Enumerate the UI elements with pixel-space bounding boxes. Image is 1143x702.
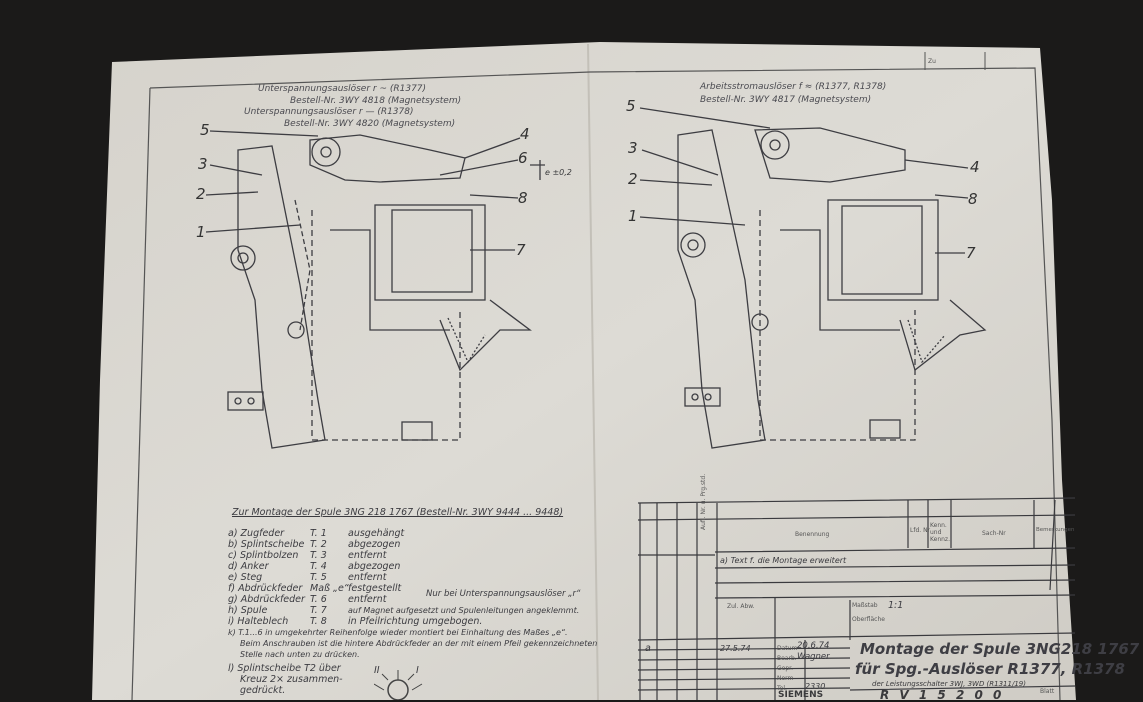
dimension-e: e ±0,2 <box>545 168 572 177</box>
tel-label: Tel. <box>777 685 787 692</box>
right-label-3: 3 <box>628 139 638 157</box>
drawing-number: R V 1 5 2 0 0 <box>880 688 1005 702</box>
step-item: h) Spule <box>228 605 268 616</box>
col-sach-nr: Sach-Nr <box>982 530 1006 537</box>
right-header-line2: Bestell-Nr. 3WY 4817 (Magnetsystem) <box>700 95 872 105</box>
step-action: entfernt <box>348 550 387 561</box>
step-action: ausgehängt <box>348 528 405 539</box>
col-bemerkungen: Bemerkungen <box>1036 527 1075 533</box>
instructions-title: Zur Montage der Spule 3NG 218 1767 (Best… <box>232 507 564 518</box>
left-label-2: 2 <box>196 185 206 203</box>
change-note: a) Text f. die Montage erweitert <box>720 556 847 565</box>
step-l-line2: Kreuz 2× zusammen- <box>240 674 343 685</box>
blatt-label: Blatt <box>1040 688 1055 695</box>
datum-value: 20.6.74 <box>797 641 830 651</box>
left-header-line1: Unterspannungsauslöser r ~ (R1377) <box>258 84 427 94</box>
step-item: a) Zugfeder <box>228 528 285 539</box>
right-label-1: 1 <box>628 207 638 225</box>
step-item: e) Steg <box>228 572 263 583</box>
oberflaeche-label: Oberfläche <box>852 616 885 623</box>
left-header-line2: Bestell-Nr. 3WY 4818 (Magnetsystem) <box>290 96 462 106</box>
left-label-3: 3 <box>198 155 208 173</box>
right-label-8: 8 <box>968 190 978 208</box>
massstab-label: Maßstab <box>852 602 878 609</box>
col-lfd-nr: Lfd. Nr <box>910 527 931 534</box>
zu-label: Zu <box>928 58 936 65</box>
left-label-4: 4 <box>520 125 530 143</box>
step-action: festgestellt <box>348 583 402 594</box>
norm-label: Norm <box>777 675 794 682</box>
massstab-value: 1:1 <box>888 600 904 611</box>
step-action: entfernt <box>348 572 387 583</box>
col-benennung: Benennung <box>795 531 830 538</box>
step-item: d) Anker <box>228 561 269 572</box>
right-label-7: 7 <box>966 244 976 262</box>
left-label-8: 8 <box>518 189 528 207</box>
step-l-line3: gedrückt. <box>240 685 286 696</box>
step-l-line1: l) Splintscheibe T2 über <box>228 663 341 674</box>
left-mechanism-drawing <box>205 130 545 449</box>
left-label-5: 5 <box>200 121 210 139</box>
step-part: T. 1 <box>310 528 327 539</box>
zul-abw-label: Zul. Abw. <box>727 603 755 610</box>
step-part: Maß „e“ <box>310 583 349 594</box>
step-item: g) Abdrückfeder <box>228 594 305 605</box>
step-part: T. 2 <box>310 539 327 550</box>
step-item: c) Splintbolzen <box>228 550 299 561</box>
drawing-title-line2: für Spg.-Auslöser R1377, R1378 <box>855 660 1125 678</box>
step-action: in Pfeilrichtung umgebogen. <box>348 616 483 627</box>
col-aufl: Aufl. Nr. u. Prg.std. <box>700 473 707 530</box>
revision-date: 27.5.74 <box>720 644 751 653</box>
gepr-label: Gepr. <box>777 665 793 672</box>
step-part: T. 5 <box>310 572 327 583</box>
right-label-5: 5 <box>626 97 636 115</box>
right-mechanism-drawing <box>639 107 987 449</box>
drawing-title-line3: der Leistungsschalter 3WJ, 3WD (R1311/19… <box>872 680 1026 688</box>
right-label-2: 2 <box>628 170 638 188</box>
left-header-line4: Bestell-Nr. 3WY 4820 (Magnetsystem) <box>284 119 456 129</box>
company-name: SIEMENS <box>778 690 824 700</box>
center-fold <box>587 43 599 700</box>
step-action: abgezogen <box>348 539 401 550</box>
step-action: entfernt <box>348 594 387 605</box>
roman-one: I <box>416 665 419 676</box>
revision-letter: a <box>645 643 651 654</box>
step-part: T. 4 <box>310 561 327 572</box>
splint-cross-icon <box>374 670 423 700</box>
step-part: T. 3 <box>310 550 327 561</box>
bearb-label: Bearb. <box>777 655 797 662</box>
step-part: T. 6 <box>310 594 327 605</box>
drawing-title-line1: Montage der Spule 3NG218 1767 <box>860 640 1140 658</box>
step-item: b) Splintscheibe <box>228 539 305 550</box>
right-header-line1: Arbeitsstromauslöser f ≈ (R1377, R1378) <box>700 82 887 92</box>
left-label-1: 1 <box>196 223 206 241</box>
right-label-4: 4 <box>970 158 980 176</box>
col-kenn: Kenn. und Kennz. <box>930 522 950 543</box>
step-action: auf Magnet aufgesetzt und Spulenleitunge… <box>348 606 580 615</box>
bracket-note: Nur bei Unterspannungsauslöser „r“ <box>426 589 581 599</box>
step-part: T. 7 <box>310 605 327 616</box>
step-item: i) Halteblech <box>228 616 289 627</box>
step-item: f) Abdrückfeder <box>228 583 303 594</box>
tel-value: 2330 <box>805 682 826 691</box>
step-action: abgezogen <box>348 561 401 572</box>
step-part: T. 8 <box>310 616 327 627</box>
left-header-line3: Unterspannungsauslöser r — (R1378) <box>244 107 414 117</box>
step-k-line2: Beim Anschrauben ist die hintere Abdrück… <box>240 639 598 648</box>
roman-two: II <box>374 665 380 676</box>
left-label-6: 6 <box>518 149 528 167</box>
paper-sheet <box>92 42 1076 700</box>
title-block-grid <box>637 497 1076 700</box>
left-label-7: 7 <box>516 241 526 259</box>
bearb-value: Wagner <box>797 652 830 662</box>
datum-label: Datum <box>777 645 798 652</box>
step-k-line1: k) T.1...6 in umgekehrter Reihenfolge wi… <box>228 628 568 637</box>
step-k-line3: Stelle nach unten zu drücken. <box>240 650 360 659</box>
